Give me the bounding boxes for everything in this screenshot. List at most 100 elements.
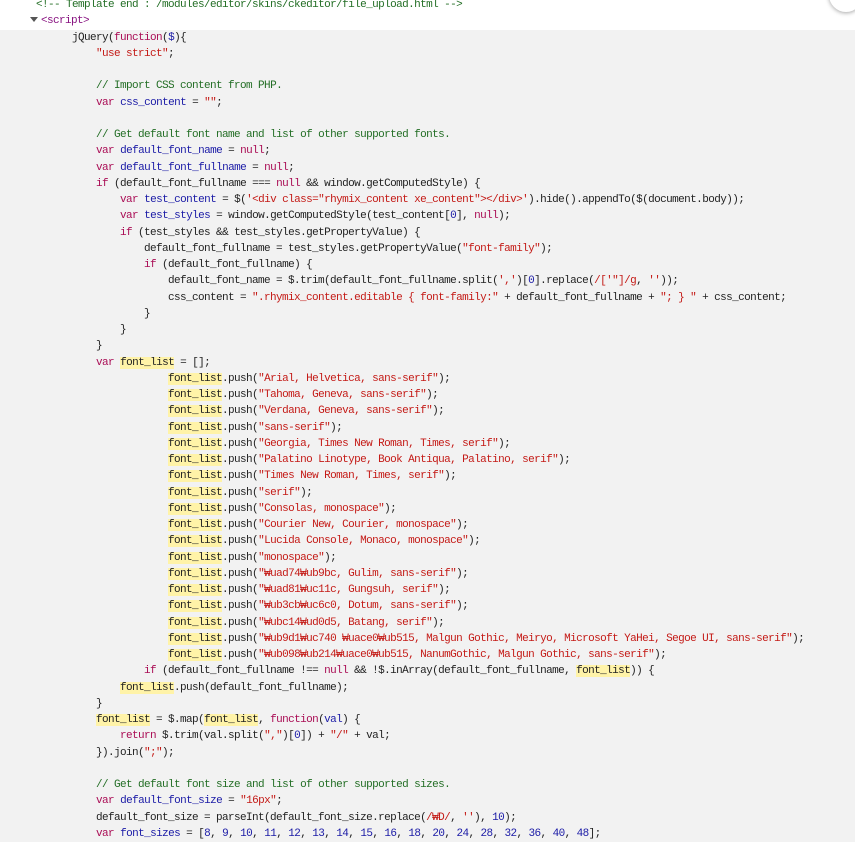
code-text: (default_font_fullname !== [156,665,324,677]
string-literal: "Verdana, Geneva, sans-serif" [258,405,432,417]
code-line: font_list.push(default_font_fullname); [0,680,855,696]
code-text: )); [660,275,678,287]
code-text [0,405,168,417]
code-text: ){ [174,32,186,44]
highlighted-match: font_list [168,552,222,564]
code-line: font_list.push("Consolas, monospace"); [0,501,855,517]
code-text: .push( [222,617,258,629]
code-line: font_list = $.map(font_list, function(va… [0,712,855,728]
code-text: )[ [282,730,294,742]
code-text: } [0,698,102,710]
code-text: ]) + [300,730,330,742]
highlighted-match: font_list [168,503,222,515]
code-text: ); [654,649,666,661]
code-text: .push( [222,470,258,482]
code-text: , [252,828,264,840]
identifier: test_styles [144,210,210,222]
code-text [0,535,168,547]
code-text: ).hide().appendTo($(document.body)); [528,194,744,206]
code-line: font_list.push("₩ub3cb₩uc6c0, Dotum, san… [0,598,855,614]
string-literal: '' [648,275,660,287]
identifier: font_sizes [120,828,180,840]
code-text: , [396,828,408,840]
code-text [0,259,144,271]
code-line: return $.trim(val.split(",")[0]) + "/" +… [0,728,855,744]
number-literal: 32 [505,828,517,840]
highlighted-match: font_list [168,454,222,466]
string-literal: "₩ub098₩ub214₩uace0₩ub515, NanumGothic, … [258,649,654,661]
highlighted-match: font_list [168,373,222,385]
code-text: ); [792,633,804,645]
keyword: if [96,178,108,190]
string-literal: "serif" [258,487,300,499]
highlighted-match: font_list [168,617,222,629]
code-text: = window.getComputedStyle(test_content[ [210,210,450,222]
code-text: }).join( [0,747,144,759]
number-literal: 11 [264,828,276,840]
code-line [0,761,855,777]
keyword: var [96,357,114,369]
code-text: .push( [222,438,258,450]
number-literal: 36 [529,828,541,840]
code-line: font_list.push("monospace"); [0,550,855,566]
code-text: = []; [174,357,210,369]
code-text [0,487,168,499]
code-text: .push( [222,422,258,434]
number-literal: 48 [577,828,589,840]
highlighted-match: font_list [168,470,222,482]
code-text: .push( [222,405,258,417]
number-literal: 20 [432,828,444,840]
code-text: ); [432,405,444,417]
keyword: var [120,194,138,206]
code-text: css_content = [0,292,252,304]
code-text: ); [498,210,510,222]
code-text [0,649,168,661]
highlighted-match: font_list [168,568,222,580]
code-text [0,682,120,694]
code-text [0,389,168,401]
code-text: ); [324,552,336,564]
code-text: .push( [222,454,258,466]
code-line: // Get default font size and list of oth… [0,777,855,793]
number-literal: 15 [360,828,372,840]
expand-triangle-icon[interactable] [30,17,38,22]
code-text [0,519,168,531]
string-literal: '<div class="rhymix_content xe_content">… [246,194,528,206]
code-comment: // Get default font size and list of oth… [96,779,450,791]
number-literal: 13 [312,828,324,840]
script-tag-line[interactable]: <script> [0,13,855,29]
code-text [0,730,120,742]
code-text: } [0,308,150,320]
number-literal: 40 [553,828,565,840]
code-text: (test_styles && test_styles.getPropertyV… [132,227,420,239]
code-text [0,438,168,450]
code-text [0,422,168,434]
string-literal: "; } " [660,292,696,304]
highlighted-match: font_list [120,682,174,694]
code-line: "use strict"; [0,46,855,62]
code-text: default_font_name = $.trim(default_font_… [0,275,498,287]
template-end-comment-line: <!-- Template end : /modules/editor/skin… [0,0,855,13]
code-line: font_list.push("₩ubc14₩ud0d5, Batang, se… [0,615,855,631]
code-text: } [0,340,102,352]
code-text [0,714,96,726]
code-text [0,584,168,596]
code-text: .push( [222,373,258,385]
code-line: default_font_name = $.trim(default_font_… [0,273,855,289]
keyword: function [114,32,162,44]
code-text: && window.getComputedStyle) { [300,178,480,190]
identifier: css_content [120,97,186,109]
code-text: jQuery( [0,32,114,44]
code-line: font_list.push("Arial, Helvetica, sans-s… [0,371,855,387]
string-literal: "Georgia, Times New Roman, Times, serif" [258,438,498,450]
code-text: ); [330,422,342,434]
code-text: , [541,828,553,840]
code-line: } [0,338,855,354]
number-literal: 12 [288,828,300,840]
number-literal: 10 [240,828,252,840]
string-literal: "₩uad81₩uc11c, Gungsuh, serif" [258,584,438,596]
number-literal: 10 [492,812,504,824]
string-literal: '' [462,812,474,824]
code-text [0,828,96,840]
code-line: default_font_fullname = test_styles.getP… [0,241,855,257]
